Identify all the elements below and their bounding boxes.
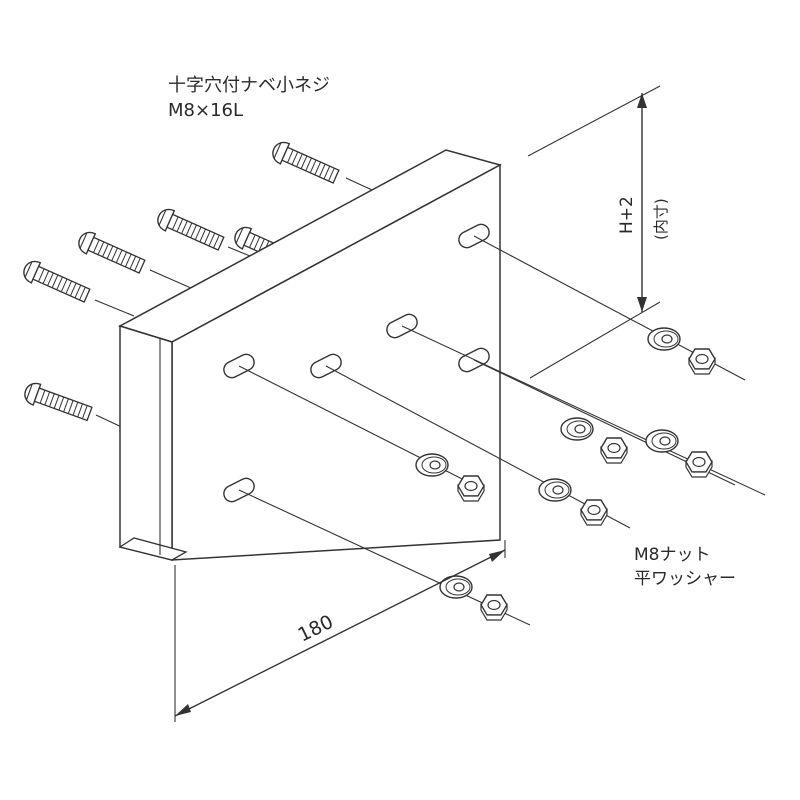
screw-4 bbox=[74, 228, 201, 293]
height-dimension bbox=[527, 85, 661, 379]
screw-size-label: M8×16L bbox=[168, 100, 243, 121]
height-dim-label: H+2 bbox=[617, 196, 637, 234]
channel-bracket bbox=[118, 149, 502, 561]
height-note-label: (内寸) bbox=[652, 198, 670, 240]
width-dimension bbox=[174, 540, 506, 722]
screw-2 bbox=[153, 205, 251, 257]
washer-label: 平ワッシャー bbox=[634, 569, 736, 589]
width-dim-label: 180 bbox=[295, 611, 337, 647]
screw-name-label: 十字穴付ナベ小ネジ bbox=[168, 75, 330, 96]
screw-1 bbox=[268, 138, 373, 191]
nut-label: M8ナット bbox=[634, 545, 710, 565]
screw-5 bbox=[19, 257, 135, 317]
